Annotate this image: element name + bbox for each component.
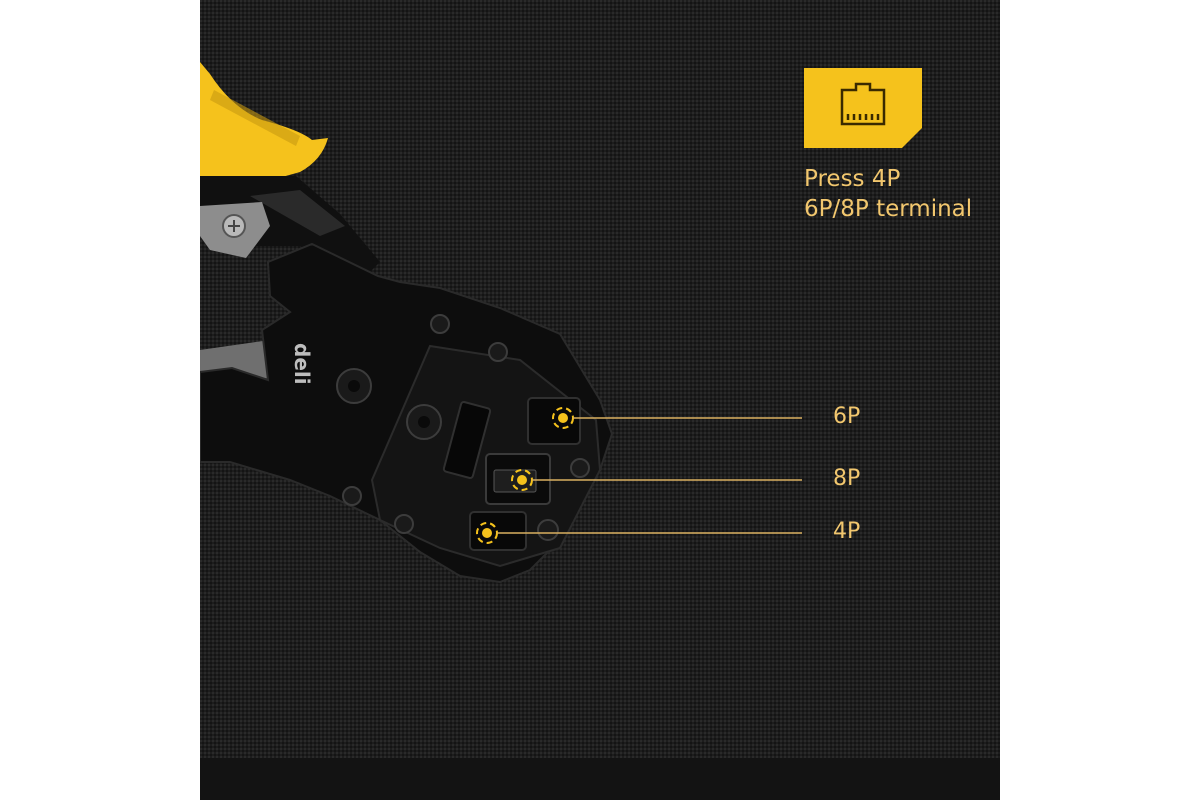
caption-line-1: Press 4P: [804, 166, 901, 192]
svg-text:deli: deli: [290, 343, 314, 385]
feature-caption: Press 4P 6P/8P terminal: [804, 164, 972, 224]
brand-logo: deli: [290, 343, 314, 385]
rj45-badge: [804, 68, 922, 148]
rj45-connector-icon: [840, 82, 886, 126]
caption-line-2: 6P/8P terminal: [804, 196, 973, 222]
bottom-band: [200, 758, 1000, 800]
callout-label-4p: 4P: [833, 519, 861, 544]
callout-label-6p: 6P: [833, 404, 861, 429]
callout-label-8p: 8P: [833, 466, 861, 491]
